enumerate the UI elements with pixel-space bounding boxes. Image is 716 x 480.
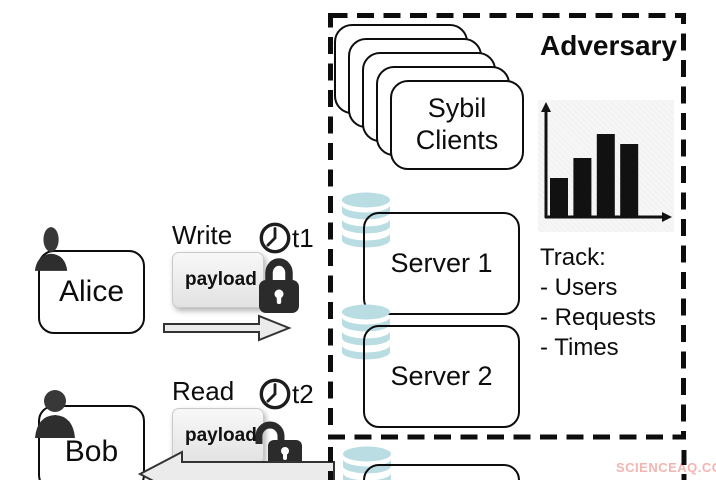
t1-label: t1 <box>292 223 314 253</box>
bar-chart-bars <box>550 134 639 216</box>
user-icon-alice <box>34 227 68 271</box>
track-item-users: - Users <box>540 274 618 301</box>
clock-icon-t1 <box>259 222 291 254</box>
payload-label-write: payload <box>185 269 257 290</box>
lock-closed-icon <box>259 258 299 313</box>
server-1-box: Server 1 <box>363 212 520 315</box>
bar-chart-panel <box>538 100 674 232</box>
t2-label: t2 <box>292 379 314 409</box>
track-item-requests: - Requests <box>540 304 657 331</box>
arrow-left-icon <box>137 450 335 480</box>
bar-chart-icon <box>541 102 672 222</box>
track-list: Track: - Users - Requests - Times <box>540 243 700 363</box>
track-item-times: - Times <box>540 334 619 361</box>
payload-box-read: payload <box>172 408 264 464</box>
server-3-box-partial <box>363 464 520 480</box>
read-label: Read <box>172 376 235 406</box>
server-1-label: Server 1 <box>390 248 493 278</box>
payload-label-read: payload <box>185 425 257 446</box>
bob-label: Bob <box>64 435 119 468</box>
payload-box-write: payload <box>172 252 264 308</box>
clock-icon-t2 <box>259 378 291 410</box>
track-heading: Track: <box>540 244 606 271</box>
write-label: Write <box>172 220 233 250</box>
user-icon-bob <box>35 390 75 438</box>
alice-box: Alice <box>38 250 145 334</box>
adversary-title: Adversary <box>540 30 677 61</box>
arrow-right-icon <box>163 314 292 342</box>
sybil-clients-label: Sybil Clients <box>415 93 499 155</box>
watermark: SCIENCEAQ.COM <box>616 460 716 475</box>
server-2-label: Server 2 <box>390 361 493 391</box>
alice-label: Alice <box>58 275 125 308</box>
server-2-box: Server 2 <box>363 325 520 428</box>
sybil-clients-card: Sybil Clients <box>390 80 524 170</box>
